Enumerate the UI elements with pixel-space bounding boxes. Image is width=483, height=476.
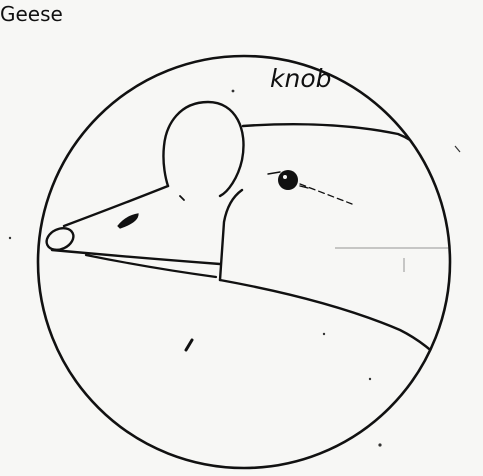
bill-nail	[43, 224, 77, 254]
heading-text: Geese	[0, 4, 63, 24]
bill-base-line	[220, 190, 242, 280]
eye	[278, 170, 298, 190]
knob-label: knob	[270, 66, 332, 91]
bill-lower-edge	[52, 250, 220, 264]
neck-upper-outline	[243, 124, 478, 230]
eye-stripe	[300, 184, 352, 204]
speck	[378, 443, 381, 446]
speck	[232, 90, 235, 93]
speck	[323, 333, 325, 335]
bill-knob	[163, 102, 243, 196]
neck-lower-outline	[220, 280, 470, 395]
bill-upper-edge	[64, 186, 168, 226]
circular-frame	[38, 56, 450, 468]
nostril	[118, 214, 138, 228]
eye-highlight	[283, 175, 287, 179]
ink-mark	[186, 340, 192, 350]
speck	[455, 146, 460, 152]
ink-mark	[180, 196, 184, 200]
speck	[369, 378, 371, 380]
speck	[9, 237, 11, 239]
